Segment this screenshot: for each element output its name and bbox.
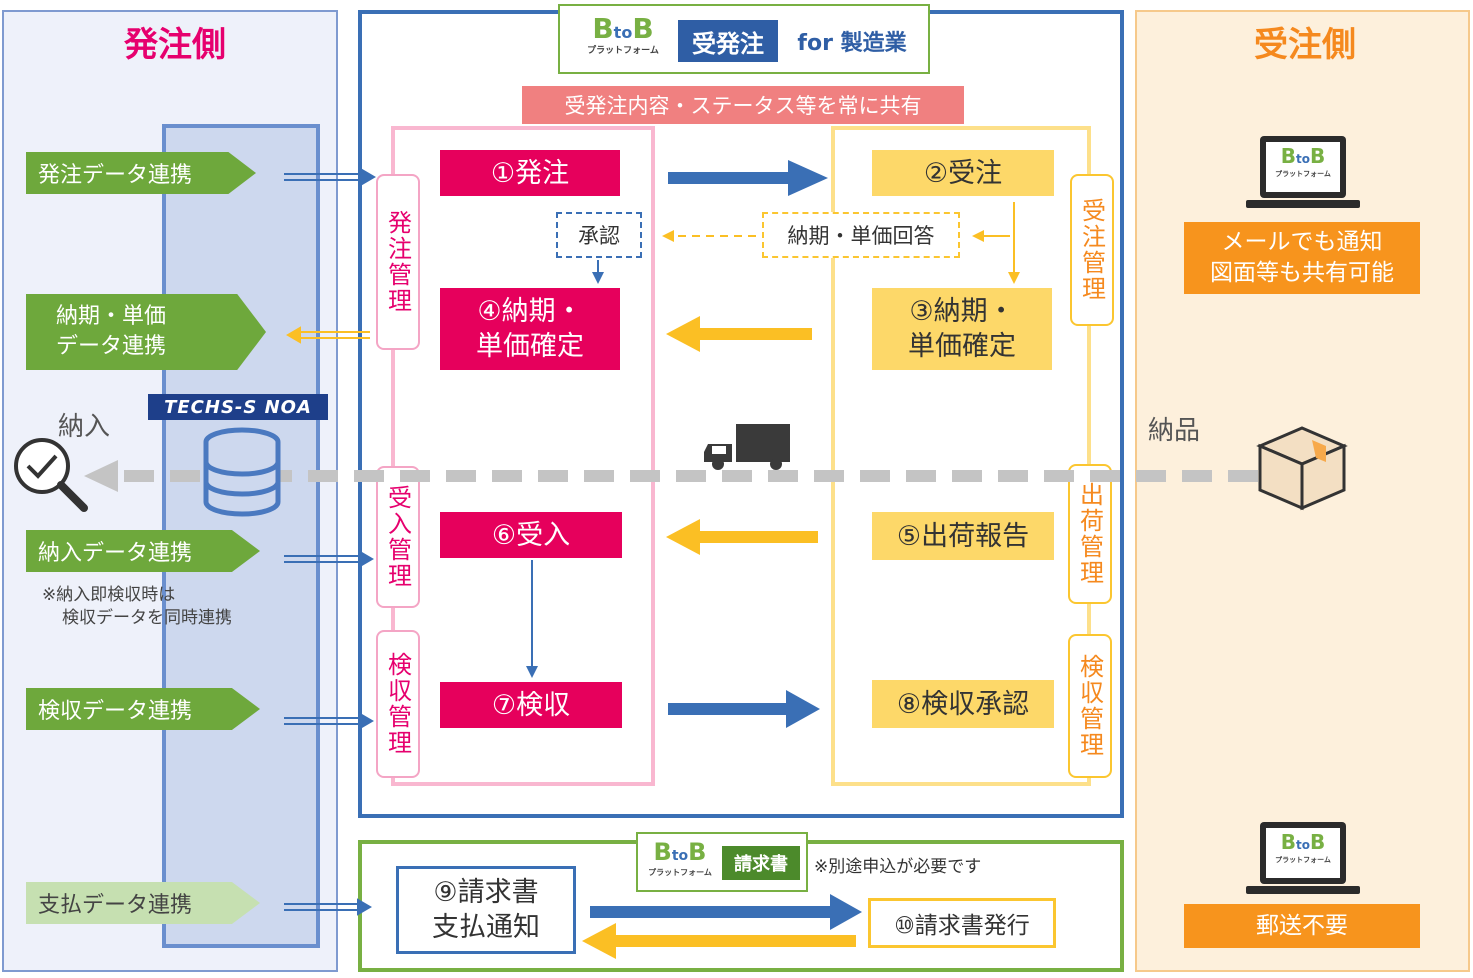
postage-notice: 郵送不要	[1184, 904, 1420, 948]
invoice-logo-label: 請求書	[722, 846, 800, 880]
order-mgmt-tag: 発注管理	[376, 174, 420, 350]
invoice-note: ※別途申込が必要です	[814, 857, 982, 877]
invoice-logo-to: to	[671, 848, 689, 864]
laptop-icon: BtoB プラットフォーム	[1244, 820, 1362, 900]
receipt-note: ※納入即検収時は 検収データを同時連携	[42, 584, 282, 630]
btob-logo: BtoB プラットフォーム	[578, 15, 668, 66]
link-arrow-receipt	[284, 550, 374, 568]
laptop-logo-b1: B	[1280, 830, 1296, 854]
header-logo: BtoB プラットフォーム 受発注 for 製造業	[558, 4, 930, 74]
arrow-issue-back	[582, 923, 856, 959]
link-arrow-delivery-price	[286, 326, 370, 344]
step-8-inspection-approval: ⑧検収承認	[872, 680, 1054, 728]
logo-b2: B	[632, 12, 654, 45]
receipt-note-line2: 検収データを同時連携	[62, 608, 232, 628]
receipt-data-link: 納入データ連携	[26, 530, 260, 572]
step-6-receipt: ⑥受入	[440, 512, 622, 558]
laptop-icon: BtoB プラットフォーム	[1244, 134, 1362, 214]
delivery-price-line2: データ連携	[56, 334, 167, 359]
laptop-logo-sub: プラットフォーム	[1275, 856, 1331, 864]
inspection-mgmt-tag-order: 検収管理	[376, 630, 420, 778]
step-7-inspection: ⑦検収	[440, 682, 622, 728]
step-4-confirm: ④納期・ 単価確定	[440, 288, 620, 370]
invoice-btob-logo: BtoB プラットフォーム	[644, 840, 716, 878]
order-management-column	[391, 126, 655, 786]
delivery-flow-arrowhead	[84, 460, 118, 492]
step-5-shipping: ⑤出荷報告	[872, 512, 1054, 560]
step-2-receive: ②受注	[872, 150, 1054, 196]
arrow-shipping-back	[666, 519, 818, 555]
invoice-logo-sub: プラットフォーム	[648, 868, 712, 877]
step-4-line1: ④納期・	[477, 296, 583, 327]
arrow-inspection-to-approval	[668, 690, 820, 728]
step-3-line1: ③納期・	[909, 296, 1015, 327]
step-1-order: ①発注	[440, 150, 620, 196]
invoice-logo: BtoB プラットフォーム 請求書	[636, 832, 808, 892]
step-9-invoice: ⑨請求書 支払通知	[396, 866, 576, 954]
delivery-out-label: 納品	[1148, 416, 1201, 446]
laptop-logo-b1: B	[1280, 144, 1296, 168]
mail-notice-line1: メールでも通知	[1221, 229, 1383, 255]
step-10-invoice-issue: ⑩請求書発行	[868, 898, 1056, 948]
arrow-confirm-back	[666, 316, 812, 352]
step-9-line1: ⑨請求書	[433, 877, 539, 908]
arrow-invoice-to-issue	[590, 894, 862, 930]
link-arrow-inspection	[284, 712, 374, 730]
laptop-logo-b2: B	[1309, 830, 1326, 854]
arrow-order-to-receive	[668, 160, 828, 196]
receive-mgmt-tag: 受注管理	[1070, 174, 1114, 326]
search-check-icon	[14, 438, 88, 512]
logo-sub: プラットフォーム	[587, 46, 659, 56]
techs-noa-logo: TECHS-S NOA	[148, 394, 328, 420]
receive-side-title: 受注側	[1254, 24, 1356, 65]
laptop-logo-to: to	[1296, 838, 1310, 852]
share-banner: 受発注内容・ステータス等を常に共有	[522, 86, 964, 124]
laptop-logo: BtoB プラットフォーム	[1272, 832, 1334, 865]
step-3-line2: 単価確定	[908, 331, 1016, 362]
delivery-price-link: 納期・単価 データ連携	[26, 294, 266, 370]
inspection-mgmt-tag-receive: 検収管理	[1068, 634, 1112, 778]
header-product-label: 受発注	[678, 20, 778, 62]
laptop-logo-sub: プラットフォーム	[1275, 170, 1331, 178]
inspection-data-link: 検収データ連携	[26, 688, 260, 730]
step-9-line2: 支払通知	[432, 912, 540, 943]
delivery-price-line1: 納期・単価	[56, 304, 167, 329]
receipt-mgmt-tag: 受入管理	[376, 466, 420, 608]
order-data-link: 発注データ連携	[26, 152, 256, 194]
order-side-title: 発注側	[124, 24, 226, 65]
receive-management-column	[831, 126, 1091, 786]
logo-to: to	[613, 23, 633, 42]
mail-notice-line2: 図面等も共有可能	[1210, 260, 1394, 286]
mail-notice: メールでも通知 図面等も共有可能	[1184, 222, 1420, 294]
reply-box: 納期・単価回答	[762, 212, 960, 258]
database-icon	[203, 427, 281, 517]
step-4-line2: 単価確定	[476, 331, 584, 362]
invoice-logo-b2: B	[688, 838, 707, 866]
header-for-label: for 製造業	[797, 31, 907, 56]
laptop-logo: BtoB プラットフォーム	[1272, 146, 1334, 179]
laptop-logo-b2: B	[1309, 144, 1326, 168]
invoice-logo-b1: B	[653, 838, 672, 866]
approval-box: 承認	[556, 212, 642, 258]
truck-icon	[704, 424, 790, 470]
shipping-mgmt-tag: 出荷管理	[1068, 464, 1112, 604]
receipt-note-line1: ※納入即検収時は	[42, 585, 176, 605]
link-arrow-order	[284, 168, 376, 186]
step-3-confirm: ③納期・ 単価確定	[872, 288, 1052, 370]
laptop-logo-to: to	[1296, 152, 1310, 166]
delivery-in-label: 納入	[58, 412, 111, 442]
link-arrow-payment	[284, 898, 372, 916]
box-icon	[1256, 426, 1348, 511]
payment-data-link: 支払データ連携	[26, 882, 260, 924]
logo-b1: B	[592, 12, 614, 45]
